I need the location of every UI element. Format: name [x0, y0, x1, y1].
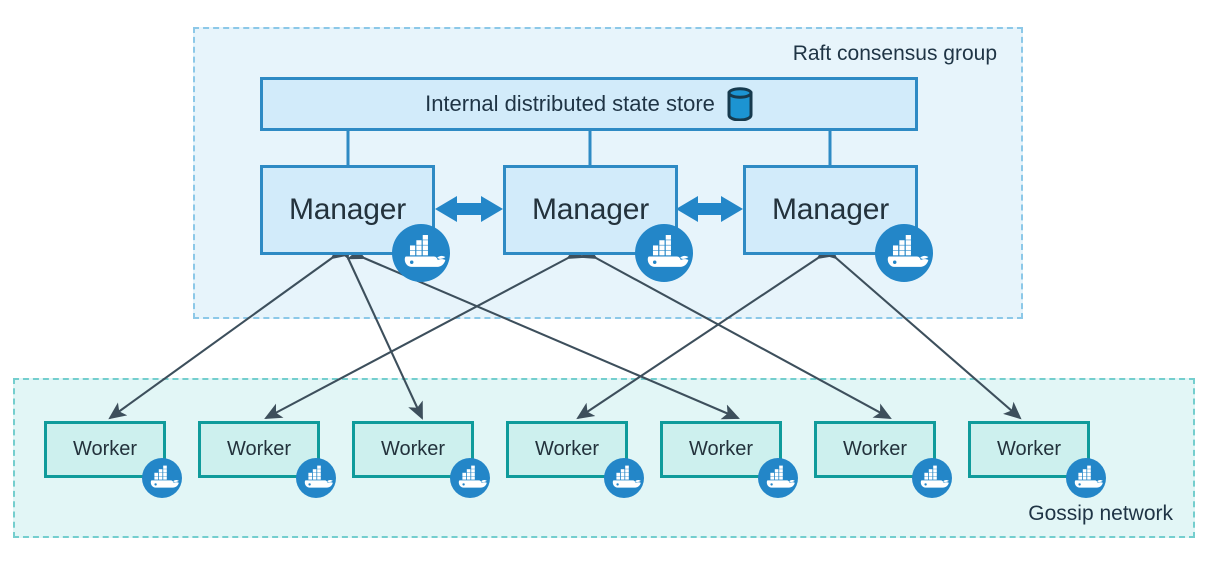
worker-label: Worker	[226, 438, 292, 460]
worker-label: Worker	[842, 438, 908, 460]
worker-label: Worker	[72, 438, 138, 460]
docker-whale-icon	[142, 458, 182, 498]
docker-whale-icon	[635, 224, 693, 282]
manager-label: Manager	[771, 193, 889, 226]
manager-label: Manager	[531, 193, 649, 226]
docker-whale-icon	[875, 224, 933, 282]
worker-label: Worker	[688, 438, 754, 460]
worker-label: Worker	[534, 438, 600, 460]
gossip-network-label: Gossip network	[1028, 502, 1173, 525]
docker-whale-icon	[604, 458, 644, 498]
docker-whale-icon	[296, 458, 336, 498]
worker-label: Worker	[996, 438, 1062, 460]
worker-node-5: Worker	[660, 421, 782, 478]
database-cylinder-icon	[727, 87, 753, 121]
internal-state-store-box: Internal distributed state store	[260, 77, 918, 131]
docker-whale-icon	[392, 224, 450, 282]
docker-whale-icon	[450, 458, 490, 498]
docker-whale-icon	[1066, 458, 1106, 498]
worker-node-4: Worker	[506, 421, 628, 478]
manager-label: Manager	[288, 193, 406, 226]
state-store-label: Internal distributed state store	[425, 91, 715, 116]
raft-consensus-group-label: Raft consensus group	[792, 42, 997, 65]
worker-label: Worker	[380, 438, 446, 460]
docker-whale-icon	[758, 458, 798, 498]
docker-whale-icon	[912, 458, 952, 498]
